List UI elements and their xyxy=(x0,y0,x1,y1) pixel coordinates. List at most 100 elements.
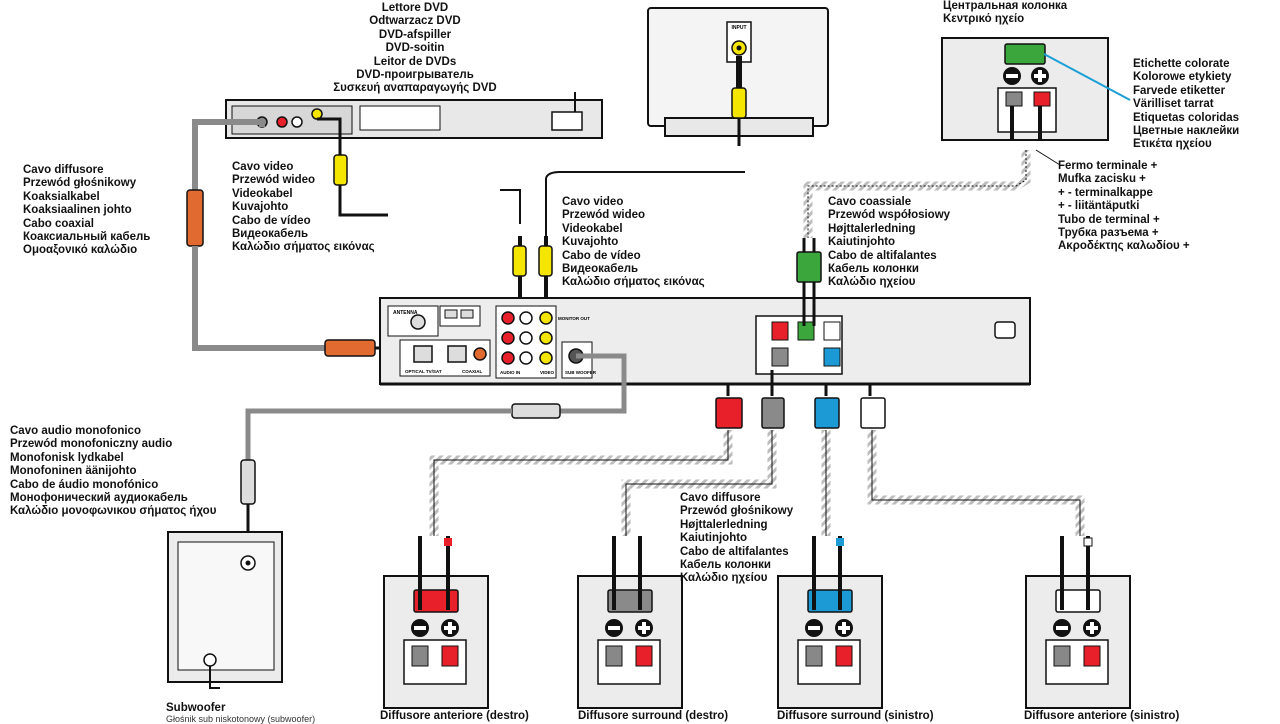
label-line: Fermo terminale + xyxy=(1058,160,1158,172)
label-line: + - liitäntäputki xyxy=(1058,200,1140,213)
label-line: Καλώδιο σήματος εικόνας xyxy=(232,241,375,254)
label-line: Højttalerledning xyxy=(828,222,916,235)
label-line: DVD-soitin xyxy=(385,42,445,55)
surround-r-terminal[interactable] xyxy=(771,347,789,367)
label-line: Mufka zacisku + xyxy=(1058,173,1146,186)
label-line: Przewód głośnikowy xyxy=(680,505,794,518)
label-line: Цветные наклейки xyxy=(1133,125,1240,138)
label-line: Кабель колонки xyxy=(828,263,919,276)
label-line: Cabo de áudio monofónico xyxy=(10,478,159,491)
front-left-caption: Diffusore anteriore (sinistro) xyxy=(1024,710,1180,722)
front-right-caption: Diffusore anteriore (destro) xyxy=(380,710,529,722)
center-speaker xyxy=(941,37,1109,141)
front-r-terminal[interactable] xyxy=(771,321,789,341)
label-line: Cabo de vídeo xyxy=(232,214,311,227)
label-line: Cavo video xyxy=(232,161,294,173)
coaxial-label: COAXIAL xyxy=(462,369,483,374)
label-line: Cavo diffusore xyxy=(680,492,761,504)
label-line: Etiquetas coloridas xyxy=(1133,111,1240,124)
audio-in-label: AUDIO IN xyxy=(500,370,520,375)
label-line: Lettore DVD xyxy=(381,2,449,14)
label-line: Монофонический аудиокабель xyxy=(10,492,188,505)
front-l-terminal[interactable] xyxy=(823,321,841,341)
sub-woofer-label: SUB WOOFER xyxy=(565,370,597,375)
label-line: Ομοαξονικό καλώδιο xyxy=(23,244,138,257)
label-line: Videokabel xyxy=(232,187,293,200)
label-line: Ακροδέκτης καλωδίου + xyxy=(1058,240,1190,253)
label-line: Odtwarzacz DVD xyxy=(369,15,461,28)
video-in-jack[interactable] xyxy=(539,311,553,325)
label-line: Farvede etiketter xyxy=(1133,84,1226,97)
antenna-label: ANTENNA xyxy=(393,310,418,316)
receiver-video-cables xyxy=(500,171,745,318)
label-line: Przewód wideo xyxy=(562,209,646,222)
subwoofer xyxy=(167,531,283,689)
label-line: Cavo diffusore xyxy=(23,164,104,176)
label-line: Koaksiaalinen johto xyxy=(23,204,132,217)
label-line: Leitor de DVDs xyxy=(373,55,457,68)
green-label xyxy=(1004,43,1046,65)
label-line: Värilliset tarrat xyxy=(1133,98,1214,111)
dvd-player xyxy=(225,92,603,139)
optical-tvsat-jack[interactable] xyxy=(413,345,433,363)
label-line: Трубка разъема + xyxy=(1058,227,1159,240)
label-line: Cabo de altifalantes xyxy=(680,545,789,558)
label-line: Cavo audio monofonico xyxy=(10,425,141,437)
optical-label: OPTICAL TV/SAT xyxy=(405,369,442,374)
label-line: Kuvajohto xyxy=(562,236,619,249)
coax-in-jack[interactable] xyxy=(473,347,487,361)
label-line: Коаксиальный кабель xyxy=(23,231,151,244)
label-line: Højttalerledning xyxy=(680,518,768,531)
label-line: Cavo coassiale xyxy=(828,196,912,208)
surround-right-speaker xyxy=(577,536,683,709)
terminal-label: Fermo terminale +Mufka zacisku ++ - term… xyxy=(1058,160,1190,254)
subwoofer-sub-caption: Głośnik sub niskotonowy (subwoofer) xyxy=(166,714,316,724)
label-line: Cavo video xyxy=(562,196,624,208)
subwoofer-caption: Subwoofer xyxy=(166,702,226,714)
av-receiver: ANTENNA OPTICAL TV/SAT COAXIAL AUDIO IN … xyxy=(379,297,1031,386)
antenna-jack[interactable] xyxy=(410,314,426,330)
label-line: Etichette colorate xyxy=(1133,58,1230,70)
label-line: DVD-проигрыватель xyxy=(356,69,474,82)
label-line: Monofonisk lydkabel xyxy=(10,451,124,464)
center-terminal[interactable] xyxy=(797,321,815,341)
label-line: Tubo de terminal + xyxy=(1058,213,1160,226)
label-line: Kolorowe etykiety xyxy=(1133,71,1232,84)
label-line: Κεντρικό ηχείο xyxy=(943,13,1025,26)
label-line: Центральная колонка xyxy=(943,0,1068,12)
label-line: Monofoninen äänijohto xyxy=(10,465,137,478)
label-line: Przewód głośnikowy xyxy=(23,177,137,190)
surround-l-terminal[interactable] xyxy=(823,347,841,367)
tv-input-label: INPUT xyxy=(732,25,747,31)
label-line: Видеокабель xyxy=(232,228,309,241)
label-line: Cabo coaxial xyxy=(23,217,94,230)
label-line: Kaiutinjohto xyxy=(828,236,896,249)
surround-right-caption: Diffusore surround (destro) xyxy=(578,710,729,722)
dvd-video-cable xyxy=(317,117,388,217)
label-line: Cabo de vídeo xyxy=(562,249,641,262)
label-pointer xyxy=(1043,53,1131,101)
label-line: Συσκευή αναπαραγωγής DVD xyxy=(333,82,497,95)
label-line: + - terminalkappe xyxy=(1058,186,1153,199)
surround-left-caption: Diffusore surround (sinistro) xyxy=(777,710,934,722)
monitor-out-label: MONITOR OUT xyxy=(558,316,590,321)
center-speaker-cable xyxy=(796,106,1042,326)
label-line: Przewód monofoniczny audio xyxy=(10,438,173,451)
label-line: Przewód wideo xyxy=(232,174,316,187)
label-line: Καλώδιο ηχείου xyxy=(828,276,916,289)
surround-left-speaker xyxy=(777,536,883,709)
subwoofer-cable xyxy=(240,353,627,560)
tv-video-cable xyxy=(731,56,747,146)
label-line: Καλώδιο ηχείου xyxy=(680,572,768,585)
video-label: VIDEO xyxy=(540,370,555,375)
